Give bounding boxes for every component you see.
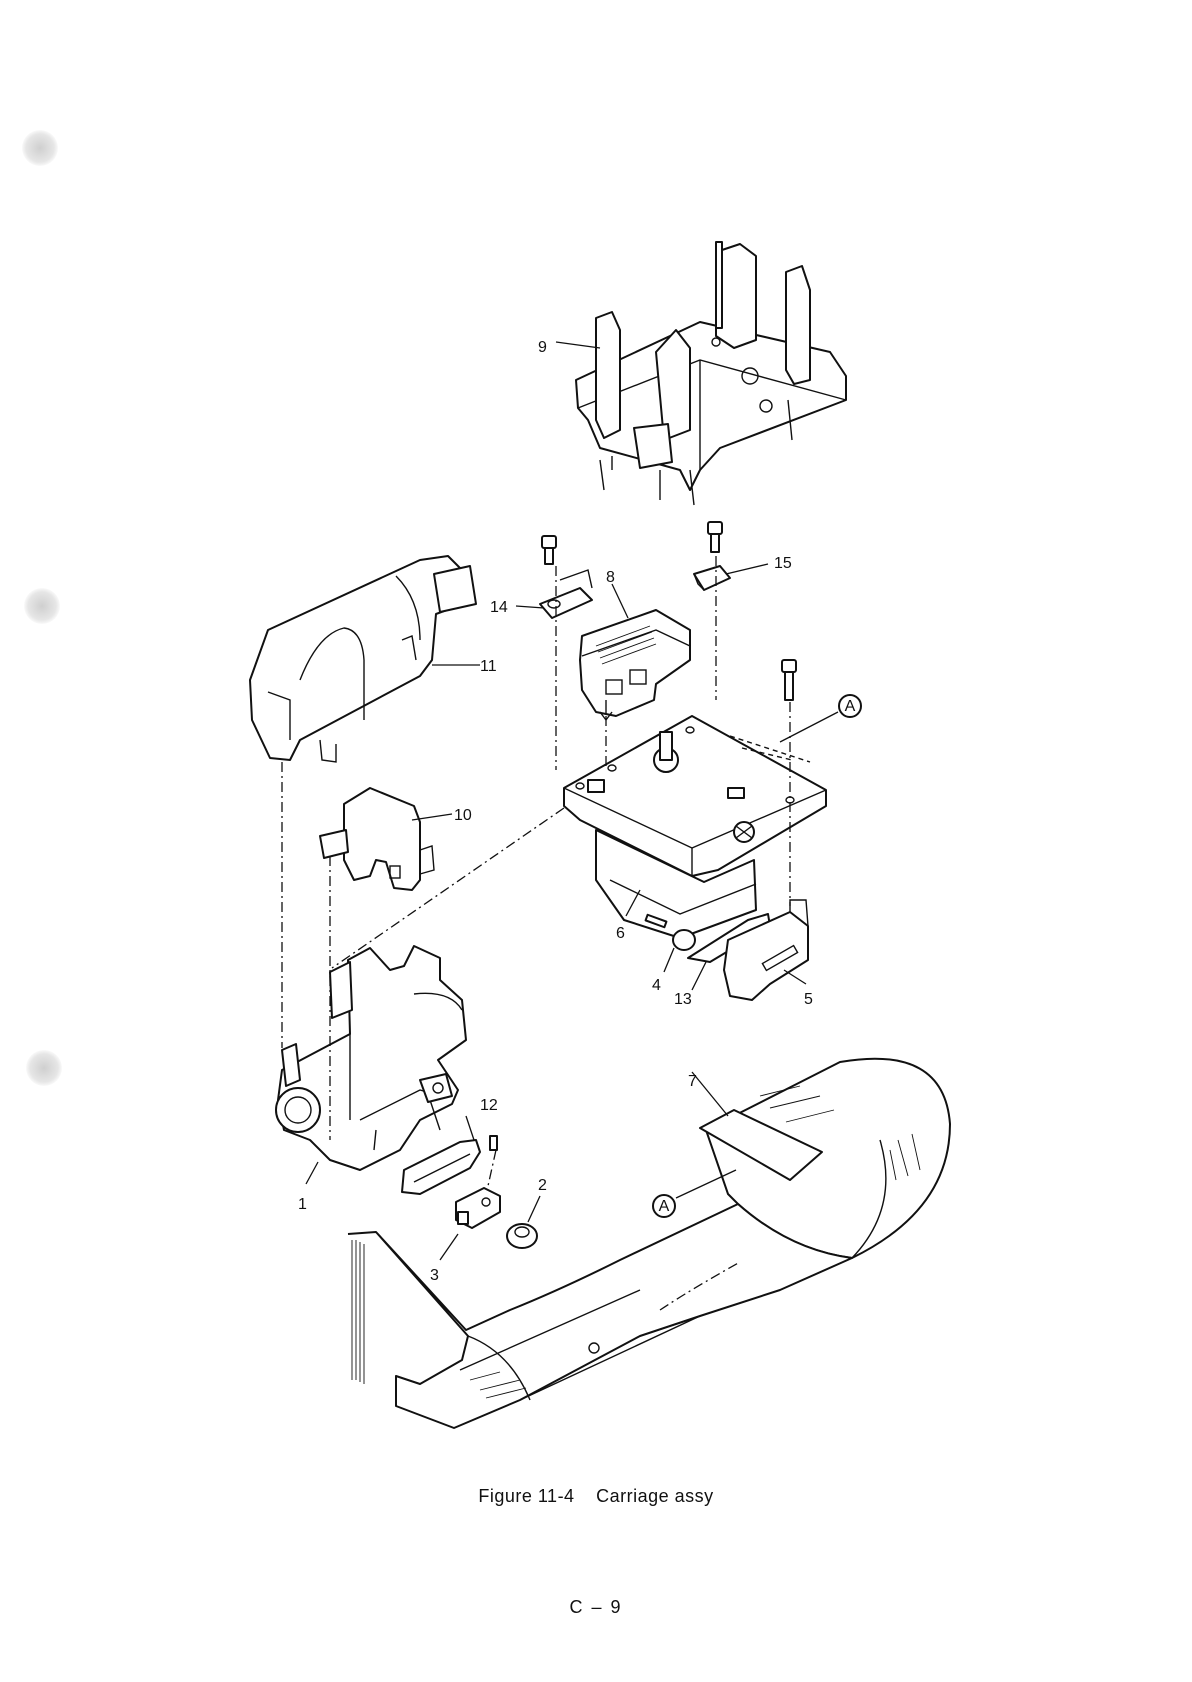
part-15-clip [694,564,768,590]
screw-right [782,660,796,700]
label-part-5: 5 [804,991,813,1008]
label-part-9: 9 [538,339,547,356]
svg-text:A: A [659,1198,670,1215]
label-part-11: 11 [480,658,497,675]
label-part-10: 10 [454,807,472,824]
label-part-4: 4 [652,977,661,994]
part-7-flex-cable [348,1059,950,1428]
part-1-carriage-frame [276,946,466,1170]
figure-number: Figure 11-4 [478,1486,574,1506]
svg-text:A: A [845,698,856,715]
part-6-base-plate [564,716,826,938]
page-number: C – 9 [0,1597,1192,1618]
label-part-15: 15 [774,555,792,572]
label-part-3: 3 [430,1267,439,1284]
part-12-lever [402,1140,480,1194]
part-2-nut [507,1224,537,1248]
part-9-cassette-holder [576,242,846,505]
label-part-7: 7 [688,1073,697,1090]
label-part-8: 8 [606,569,615,586]
part-11-cover [250,556,480,762]
label-part-12: 12 [480,1097,498,1114]
part-8-connector-block [580,610,690,720]
part-14-clip [516,570,592,618]
part-10-bracket [320,788,452,890]
screw-left [542,536,556,564]
label-part-1: 1 [298,1196,307,1213]
label-part-6: 6 [616,925,625,942]
label-part-2: 2 [538,1177,547,1194]
label-part-13: 13 [674,991,692,1008]
label-part-14: 14 [490,599,508,616]
screw-center [708,522,722,552]
connector-marker-a-upper: A [780,695,861,742]
figure-title: Carriage assy [596,1486,714,1506]
figure-caption: Figure 11-4 Carriage assy [0,1486,1192,1507]
